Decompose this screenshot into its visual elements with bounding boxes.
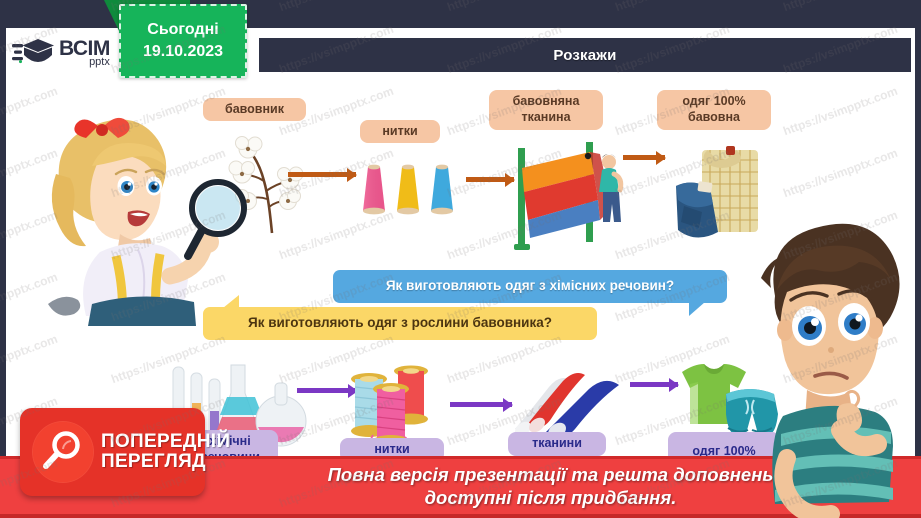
girl-with-magnifier-illustration (42, 108, 247, 326)
brand-logo: ВСІМ pptx (8, 30, 126, 76)
arrow-cotton-to-threads (288, 172, 356, 177)
label-cotton-fabric: бавовняна тканина (489, 90, 603, 130)
thread-cones-illustration (355, 155, 465, 217)
arrow-fabrics-to-clothes (630, 382, 678, 387)
tshirt-and-shorts-illustration (668, 358, 788, 444)
arrow-threads-to-fabric (466, 177, 514, 182)
watermark-text: https://vsimpptx.com (0, 0, 59, 14)
logo-subtitle: pptx (89, 56, 110, 68)
watermark-text: https://vsimpptx.com (781, 0, 899, 14)
banner-line-2: доступні після придбання. (424, 486, 677, 508)
label-threads-top: нитки (360, 120, 440, 143)
label-cotton-clothes: одяг 100% бавовна (657, 90, 771, 130)
preview-badge-text: ПОПЕРЕДНІЙ ПЕРЕГЛЯД (101, 432, 230, 472)
date-badge: Сьогодні 19.10.2023 (119, 4, 247, 78)
speech-bubble-blue-text: Як виготовляють одяг з хімісних речовин? (385, 278, 675, 294)
label-fabrics: тканини (508, 432, 606, 456)
date-badge-label: Сьогодні (147, 21, 219, 38)
watermark-text: https://vsimpptx.com (277, 0, 395, 14)
purchase-banner-text: Повна версія презентації та решта доповн… (148, 464, 774, 509)
speech-bubble-yellow-text: Як виготовляють одяг з рослини бавовника… (247, 315, 552, 331)
slide-header-bar: Розкажи (259, 38, 911, 72)
logo-title: ВСІМ (59, 37, 110, 60)
magnifier-icon (32, 421, 94, 483)
speech-bubble-blue: Як виготовляють одяг з хімісних речовин? (333, 270, 727, 316)
arrow-threads-to-fabrics (450, 402, 512, 407)
preview-badge[interactable]: ПОПЕРЕДНІЙ ПЕРЕГЛЯД (20, 408, 230, 496)
weaving-loom-illustration (510, 140, 640, 255)
watermark-text: https://vsimpptx.com (445, 0, 563, 14)
preview-line-1: ПОПЕРЕДНІЙ (101, 431, 231, 453)
watermark-text: https://vsimpptx.com (613, 0, 731, 14)
shirt-and-jeans-illustration (668, 140, 772, 250)
preview-line-2: ПЕРЕГЛЯД (101, 451, 206, 472)
thinking-boy-illustration (757, 218, 917, 518)
graduation-cap-icon (12, 36, 54, 70)
label-cotton-plant: бавовник (203, 98, 306, 121)
purchase-banner: Повна версія презентації та решта доповн… (0, 456, 921, 518)
arrow-chemicals-to-threads (297, 388, 357, 393)
speech-bubble-yellow: Як виготовляють одяг з рослини бавовника… (203, 295, 597, 340)
logo-text: ВСІМ pptx (59, 38, 110, 68)
fabric-rolls-illustration (513, 367, 633, 445)
page-title: Розкажи (553, 46, 617, 64)
date-badge-value: 19.10.2023 (142, 43, 224, 60)
arrow-fabric-to-clothes (623, 155, 665, 160)
banner-line-1: Повна версія презентації та решта доповн… (327, 463, 774, 485)
